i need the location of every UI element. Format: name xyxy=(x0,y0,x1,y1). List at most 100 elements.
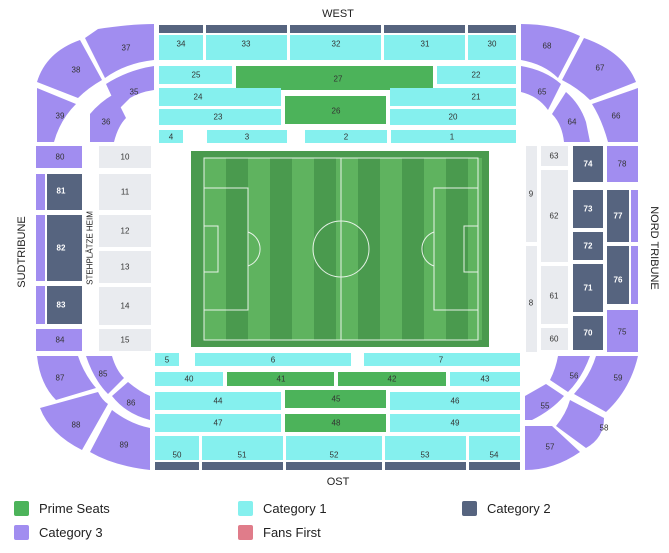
svg-text:78: 78 xyxy=(618,160,627,169)
svg-text:48: 48 xyxy=(332,419,341,428)
pitch xyxy=(191,151,489,347)
section-65[interactable] xyxy=(521,66,561,110)
section-39[interactable] xyxy=(37,88,76,142)
section-89[interactable] xyxy=(90,410,150,470)
legend-item-prime: Prime Seats xyxy=(14,501,110,516)
section-60[interactable] xyxy=(541,328,568,350)
section-48[interactable] xyxy=(285,414,386,432)
section-25[interactable] xyxy=(159,66,232,84)
section-2[interactable] xyxy=(305,130,387,143)
section-52-strip xyxy=(286,462,382,470)
section-27[interactable] xyxy=(236,66,433,90)
section-43[interactable] xyxy=(450,372,520,386)
svg-text:38: 38 xyxy=(72,66,81,75)
section-35[interactable] xyxy=(106,66,154,110)
section-70[interactable] xyxy=(573,316,603,350)
section-51[interactable] xyxy=(202,436,283,460)
section-68[interactable] xyxy=(521,24,580,78)
section-47[interactable] xyxy=(155,414,281,432)
section-21[interactable] xyxy=(390,88,516,106)
section-12[interactable] xyxy=(99,215,151,247)
section-38[interactable] xyxy=(37,40,102,98)
svg-text:82: 82 xyxy=(57,244,66,253)
section-66[interactable] xyxy=(592,88,638,142)
section-78[interactable] xyxy=(607,146,638,182)
legend-swatch-prime xyxy=(14,501,29,516)
section-32[interactable] xyxy=(290,35,381,60)
section-84[interactable] xyxy=(36,329,82,351)
stadium-map: WEST OST SUDTRIBUNE NORD TRIBUNE STEHPLÄ… xyxy=(16,8,660,488)
svg-text:71: 71 xyxy=(584,284,593,293)
svg-text:86: 86 xyxy=(127,399,136,408)
section-59[interactable] xyxy=(574,356,638,412)
section-88[interactable] xyxy=(40,392,108,450)
section-31[interactable] xyxy=(384,35,465,60)
section-11[interactable] xyxy=(99,174,151,210)
svg-text:31: 31 xyxy=(421,40,430,49)
section-36[interactable] xyxy=(90,94,126,142)
section-42[interactable] xyxy=(338,372,446,386)
section-71[interactable] xyxy=(573,264,603,312)
section-40[interactable] xyxy=(155,372,223,386)
section-33[interactable] xyxy=(206,35,287,60)
section-56[interactable] xyxy=(550,356,590,392)
section-58[interactable] xyxy=(556,400,604,448)
section-30[interactable] xyxy=(468,35,516,60)
section-64[interactable] xyxy=(552,92,590,142)
section-75[interactable] xyxy=(607,310,638,352)
section-81[interactable] xyxy=(47,174,82,210)
section-86[interactable] xyxy=(112,382,150,420)
section-34-strip xyxy=(159,25,203,33)
section-24[interactable] xyxy=(159,88,281,106)
section-85[interactable] xyxy=(86,356,124,394)
section-37[interactable] xyxy=(85,24,154,78)
section-41[interactable] xyxy=(227,372,334,386)
section-57[interactable] xyxy=(525,426,580,470)
section-33-strip xyxy=(206,25,287,33)
section-26[interactable] xyxy=(285,96,386,124)
section-46[interactable] xyxy=(390,392,520,410)
section-52[interactable] xyxy=(286,436,382,460)
section-13[interactable] xyxy=(99,251,151,283)
section-54[interactable] xyxy=(469,436,520,460)
section-22[interactable] xyxy=(437,66,516,84)
section-80[interactable] xyxy=(36,146,82,168)
section-44[interactable] xyxy=(155,392,281,410)
section-6[interactable] xyxy=(195,353,351,366)
section-23[interactable] xyxy=(159,109,281,125)
section-1[interactable] xyxy=(391,130,516,143)
section-45[interactable] xyxy=(285,390,386,408)
section-7[interactable] xyxy=(364,353,520,366)
stand-nord-label: NORD TRIBUNE xyxy=(648,206,660,290)
section-82[interactable] xyxy=(47,215,82,281)
section-74[interactable] xyxy=(573,146,603,182)
section-77[interactable] xyxy=(607,190,629,242)
svg-text:10: 10 xyxy=(121,153,130,162)
section-61[interactable] xyxy=(541,266,568,324)
section-34[interactable] xyxy=(159,35,203,60)
section-87[interactable] xyxy=(37,356,96,400)
section-8[interactable] xyxy=(526,246,537,352)
section-10[interactable] xyxy=(99,146,151,168)
section-53[interactable] xyxy=(385,436,466,460)
section-4[interactable] xyxy=(159,130,183,143)
section-9[interactable] xyxy=(526,146,537,242)
section-14[interactable] xyxy=(99,287,151,325)
svg-text:84: 84 xyxy=(56,336,65,345)
section-3[interactable] xyxy=(207,130,287,143)
section-55[interactable] xyxy=(525,384,564,420)
section-83[interactable] xyxy=(47,286,82,324)
section-72[interactable] xyxy=(573,232,603,260)
section-50-strip xyxy=(155,462,199,470)
section-62[interactable] xyxy=(541,170,568,262)
section-67[interactable] xyxy=(562,38,636,100)
section-63[interactable] xyxy=(541,146,568,166)
section-15[interactable] xyxy=(99,329,151,351)
section-20[interactable] xyxy=(390,109,516,125)
svg-text:37: 37 xyxy=(122,44,131,53)
section-50[interactable] xyxy=(155,436,199,460)
section-76[interactable] xyxy=(607,246,629,304)
section-73[interactable] xyxy=(573,190,603,228)
section-5[interactable] xyxy=(155,353,179,366)
section-49[interactable] xyxy=(390,414,520,432)
